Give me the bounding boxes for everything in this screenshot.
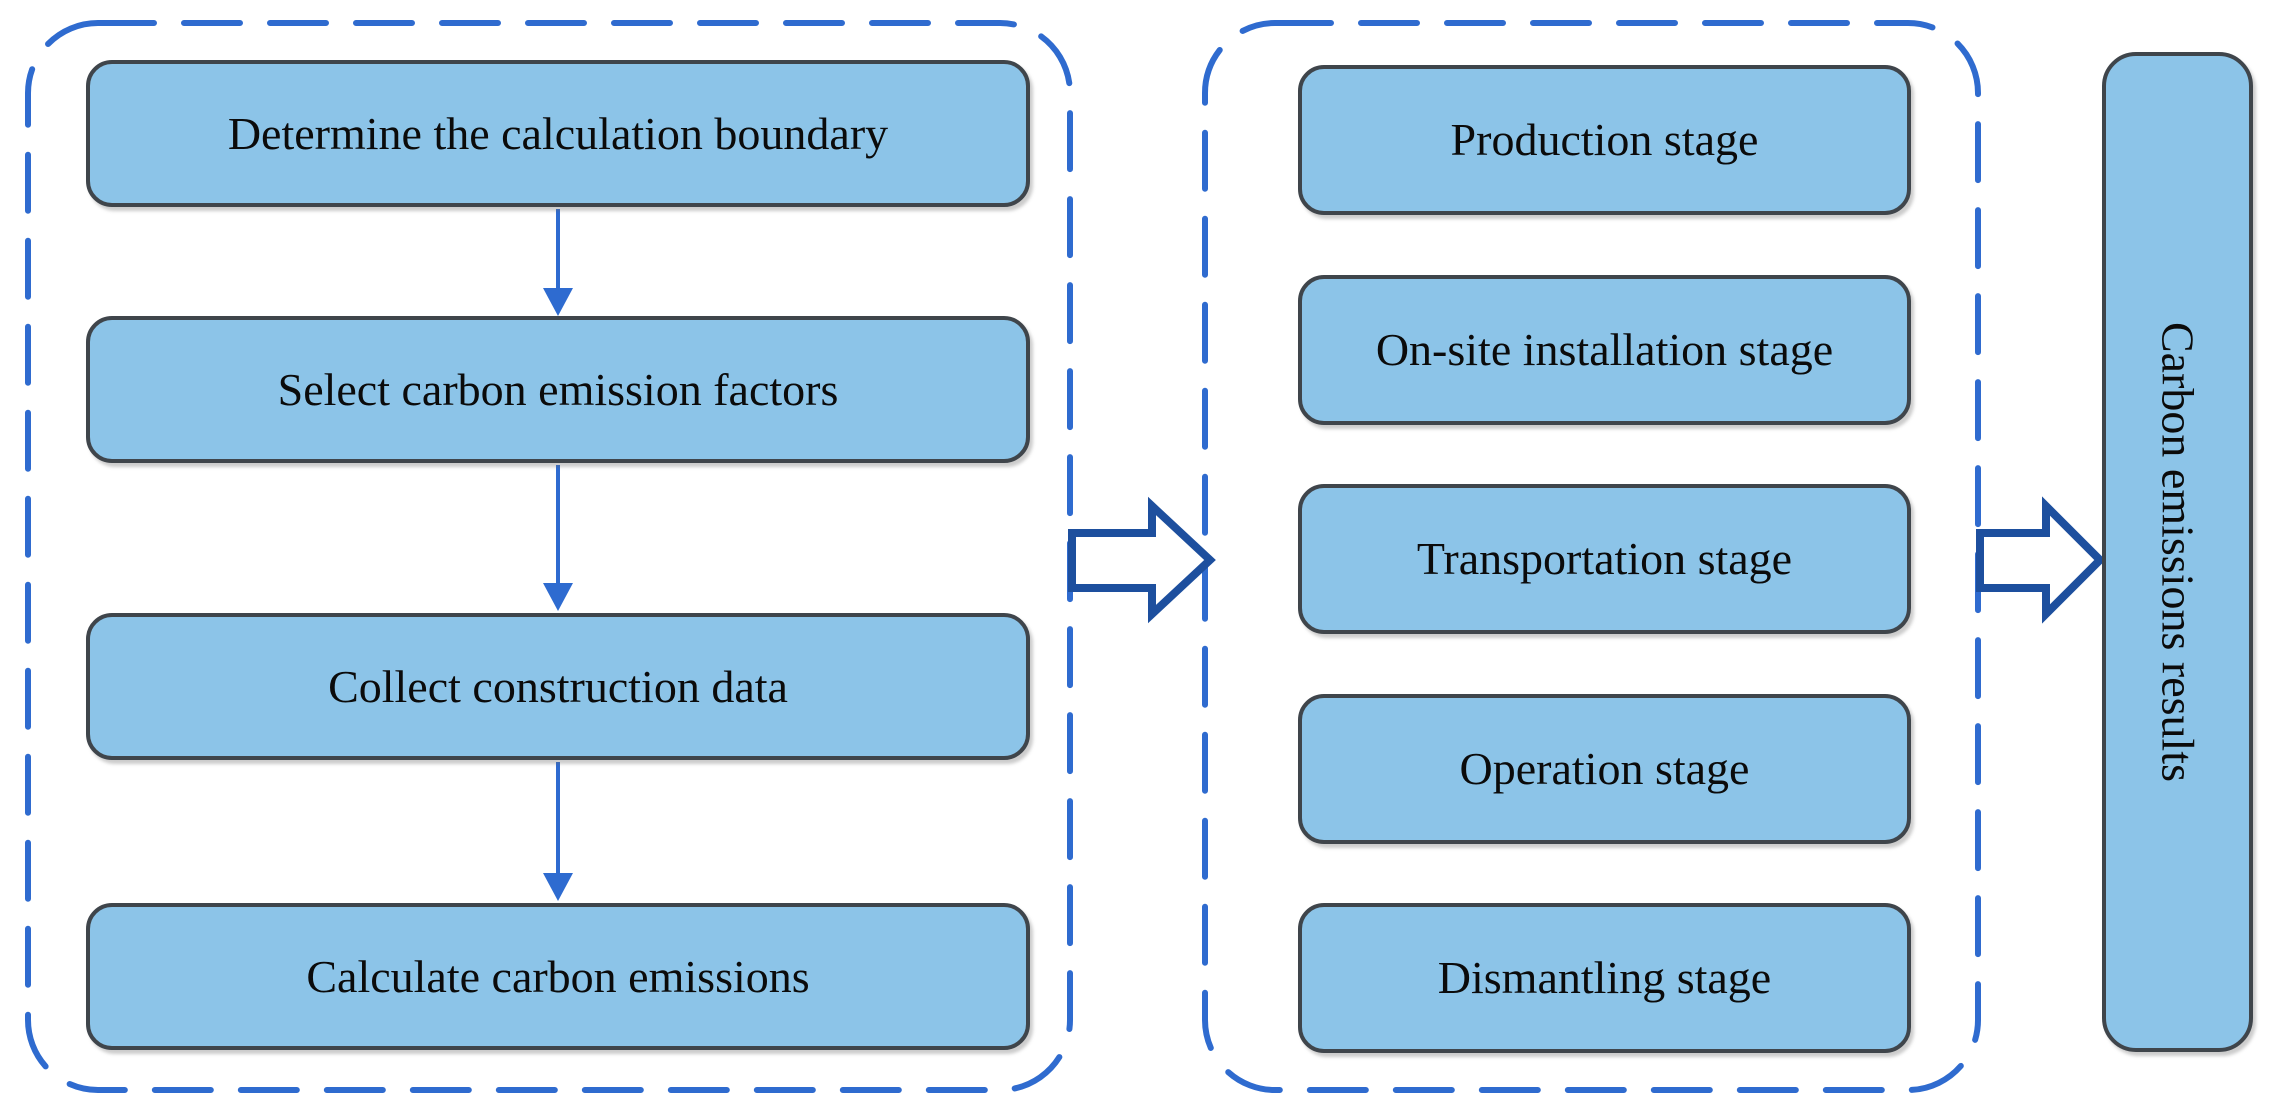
down-arrowhead-icon [543, 873, 573, 901]
step-label: Collect construction data [328, 660, 788, 712]
down-arrowhead-icon [543, 583, 573, 611]
results-box: Carbon emissions results [2102, 52, 2253, 1052]
down-arrow-3 [543, 762, 573, 901]
step-label: Select carbon emission factors [277, 363, 839, 415]
step-box-collect-data: Collect construction data [86, 613, 1030, 760]
stage-label: Transportation stage [1416, 533, 1793, 585]
stage-label: Production stage [1450, 114, 1759, 166]
down-arrow-1 [543, 209, 573, 316]
block-arrow-stages-to-results [1976, 496, 2106, 624]
block-arrow-steps-to-stages [1068, 496, 1216, 624]
results-label: Carbon emissions results [2152, 322, 2204, 782]
stage-box-transportation: Transportation stage [1298, 484, 1911, 634]
stage-label: On-site installation stage [1375, 324, 1834, 376]
stage-label: Dismantling stage [1437, 952, 1772, 1004]
stage-box-production: Production stage [1298, 65, 1911, 215]
stage-box-onsite-installation: On-site installation stage [1298, 275, 1911, 425]
step-box-calculate-emissions: Calculate carbon emissions [86, 903, 1030, 1050]
step-label: Determine the calculation boundary [227, 107, 889, 159]
step-label: Calculate carbon emissions [306, 950, 810, 1002]
stage-label: Operation stage [1459, 743, 1750, 795]
step-box-determine-boundary: Determine the calculation boundary [86, 60, 1030, 207]
down-arrow-2 [543, 465, 573, 611]
stage-box-dismantling: Dismantling stage [1298, 903, 1911, 1053]
stage-box-operation: Operation stage [1298, 694, 1911, 844]
down-arrowhead-icon [543, 288, 573, 316]
step-box-select-factors: Select carbon emission factors [86, 316, 1030, 463]
